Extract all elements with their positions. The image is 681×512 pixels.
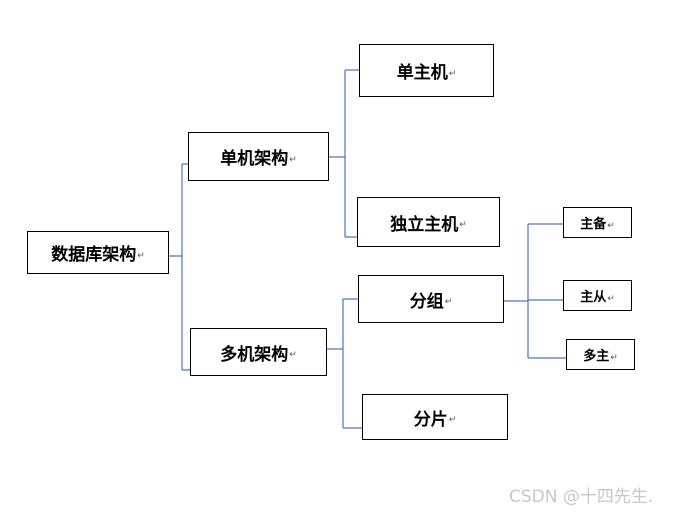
node-independent-host: 独立主机↵: [357, 197, 500, 247]
connector-grouping: [504, 223, 566, 359]
node-single-arch: 单机架构↵: [188, 132, 329, 181]
node-master-standby-label: 主备: [580, 217, 607, 232]
paragraph-mark: ↵: [459, 220, 467, 230]
node-grouping-label: 分组: [409, 291, 444, 312]
node-multi-arch: 多机架构↵: [190, 328, 327, 376]
paragraph-mark: ↵: [448, 68, 457, 79]
node-master-standby: 主备↵: [563, 207, 632, 238]
paragraph-mark: ↵: [610, 352, 618, 363]
paragraph-mark: ↵: [444, 297, 453, 307]
node-single-host: 单主机↵: [359, 44, 494, 97]
node-master-slave: 主从↵: [563, 280, 632, 311]
connector-root: [169, 163, 190, 371]
paragraph-mark: ↵: [448, 415, 457, 425]
node-sharding-label: 分片: [413, 409, 448, 430]
node-independent-host-label: 独立主机: [390, 214, 459, 235]
paragraph-mark: ↵: [607, 220, 615, 231]
paragraph-mark: ↵: [607, 293, 615, 304]
paragraph-mark: ↵: [137, 250, 145, 261]
node-multi-master: 多主↵: [566, 339, 635, 370]
connector-single-arch: [329, 69, 359, 238]
node-grouping: 分组↵: [358, 275, 504, 323]
node-root-label: 数据库架构: [51, 245, 137, 265]
node-single-host-label: 单主机: [396, 63, 448, 83]
node-single-arch-label: 单机架构: [220, 149, 289, 169]
paragraph-mark: ↵: [289, 350, 297, 360]
node-multi-master-label: 多主: [583, 349, 610, 364]
paragraph-mark: ↵: [289, 154, 297, 165]
node-sharding: 分片↵: [362, 394, 508, 440]
node-root: 数据库架构↵: [27, 231, 169, 274]
connector-multi-arch: [327, 298, 362, 429]
node-master-slave-label: 主从: [580, 290, 607, 305]
watermark: CSDN @十四先生.: [509, 487, 654, 507]
node-multi-arch-label: 多机架构: [220, 344, 289, 365]
